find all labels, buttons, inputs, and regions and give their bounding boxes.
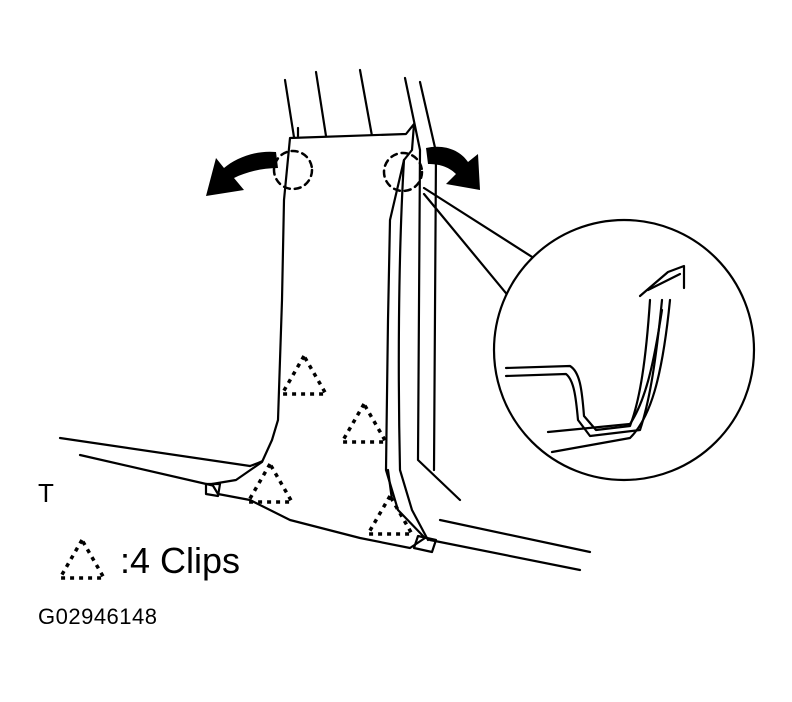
magnified-clip-detail: [492, 218, 756, 482]
figure-id: G02946148: [38, 604, 158, 629]
view-letter: T: [38, 478, 54, 508]
clip-triangle-icon: [244, 460, 296, 504]
callout-leader: [422, 186, 542, 300]
clip-markers: [244, 352, 416, 536]
right-pull-arrow: [426, 146, 480, 190]
clip-circles: [272, 149, 424, 193]
clip-triangle-icon: [278, 352, 330, 396]
clip-triangle-icon: [338, 400, 390, 444]
clip-triangle-icon: [364, 492, 416, 536]
left-pull-arrow: [206, 151, 278, 196]
legend-label: :4 Clips: [120, 540, 241, 581]
left-clip-circle: [272, 149, 314, 191]
right-clip-circle: [382, 151, 424, 193]
dotted-triangle-clip-icon: [56, 536, 108, 580]
removal-arrows: [206, 146, 480, 196]
